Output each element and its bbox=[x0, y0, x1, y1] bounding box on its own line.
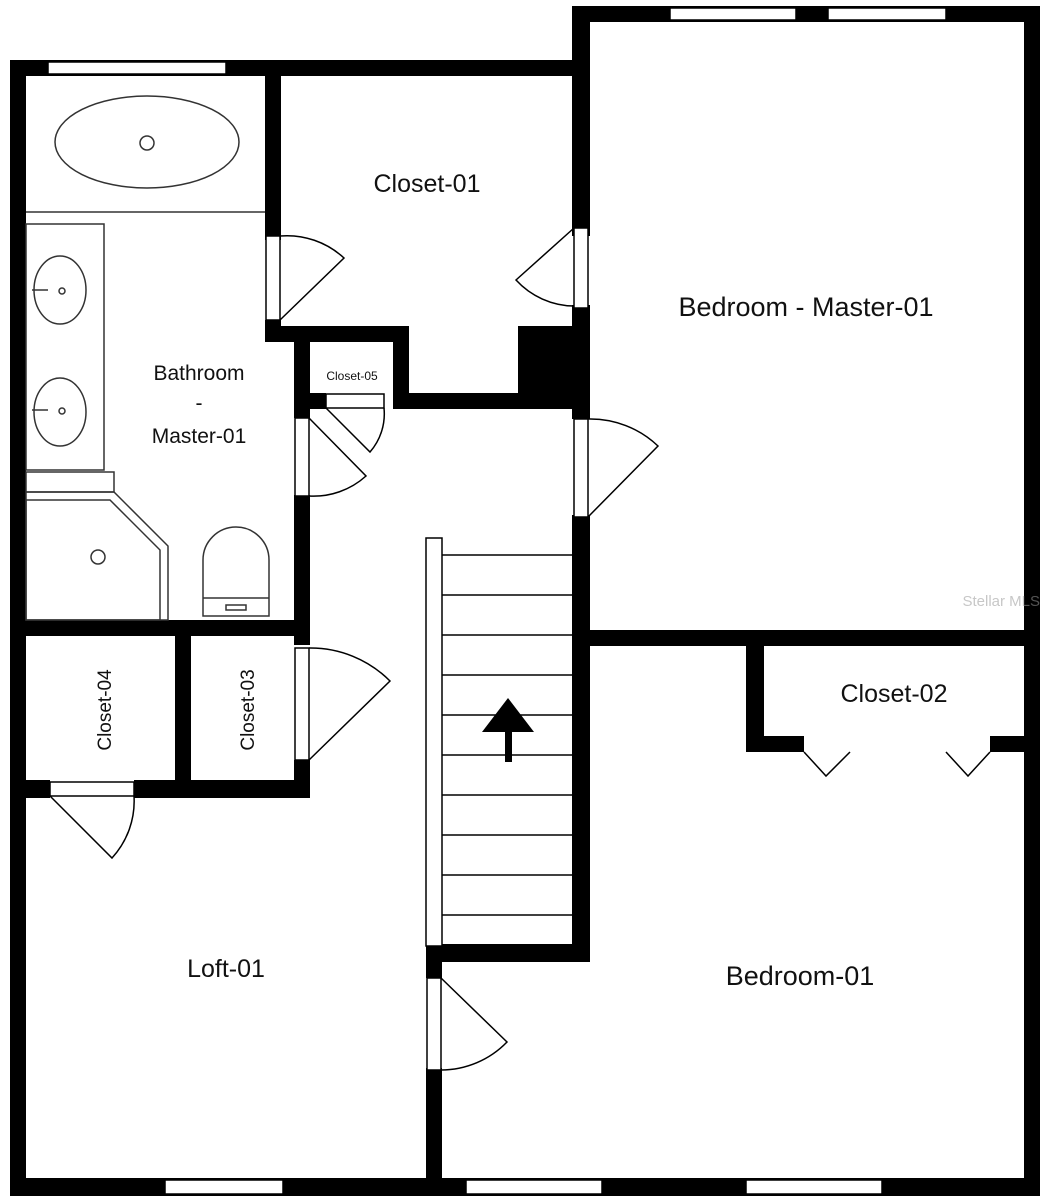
wall-closet01-bottom bbox=[265, 326, 407, 342]
vanity-counter bbox=[25, 223, 105, 471]
exterior-walls bbox=[10, 6, 1040, 1196]
label-bathroom-line2: - bbox=[196, 392, 203, 415]
wall-loft-bedroom bbox=[426, 944, 442, 978]
sink-drain bbox=[58, 287, 66, 295]
interior-walls bbox=[10, 60, 1040, 1196]
door-bath-swing bbox=[308, 417, 368, 497]
label-bedroom-01: Bedroom-01 bbox=[726, 961, 875, 991]
door-closet02-bifold-right bbox=[945, 751, 991, 778]
door-master-swing bbox=[587, 418, 660, 518]
label-closet-04: Closet-04 bbox=[95, 669, 116, 751]
window-master-top-1 bbox=[669, 7, 797, 21]
shower-inner bbox=[25, 499, 161, 621]
wall-loft-bedroom-lower bbox=[426, 1068, 442, 1196]
doors bbox=[49, 227, 991, 1071]
bathtub-icon bbox=[54, 95, 240, 189]
wall-closets-bottom-right bbox=[134, 780, 310, 798]
room-labels: Closet-01 Bedroom - Master-01 Bathroom -… bbox=[95, 170, 948, 991]
wall-closet01-bottom-right bbox=[407, 393, 527, 409]
label-bathroom-line3: Master-01 bbox=[152, 425, 247, 448]
label-closet-02: Closet-02 bbox=[841, 680, 948, 708]
shower-icon bbox=[25, 491, 169, 621]
wall-closet-divider bbox=[175, 620, 191, 798]
shower-curb bbox=[25, 471, 115, 493]
stair-rail bbox=[425, 537, 443, 947]
door-closet03-leaf bbox=[294, 647, 310, 761]
window-bedroom-bottom-2 bbox=[745, 1179, 883, 1195]
wall-closets-bottom-left bbox=[10, 780, 50, 798]
door-bath-leaf bbox=[294, 417, 310, 497]
wall-closet02-bottom-left bbox=[746, 736, 804, 752]
shower-drain bbox=[90, 549, 106, 565]
door-closet01-left-swing bbox=[279, 234, 346, 321]
wall-column bbox=[518, 326, 590, 409]
window-master-top-2 bbox=[827, 7, 947, 21]
arrow-up-icon bbox=[482, 698, 534, 762]
door-closet05-leaf bbox=[325, 393, 385, 409]
wall-master-bottom bbox=[572, 630, 1040, 646]
wall-top-master bbox=[572, 6, 1040, 22]
wall-closet03-right-lower bbox=[294, 760, 310, 798]
window-bedroom-bottom-1 bbox=[465, 1179, 603, 1195]
door-closet02-bifold-left bbox=[803, 751, 851, 778]
door-bedroom01-leaf bbox=[426, 977, 442, 1071]
sink-icon bbox=[33, 377, 87, 447]
label-loft-01: Loft-01 bbox=[187, 955, 265, 983]
wall-closet02-bottom-right bbox=[990, 736, 1040, 752]
staircase bbox=[425, 537, 572, 947]
window-bath-top bbox=[47, 61, 227, 75]
wall-stair-right bbox=[572, 640, 590, 960]
door-closet03-swing bbox=[308, 647, 392, 761]
door-closet04-swing bbox=[49, 795, 135, 860]
door-closet01-left-leaf bbox=[265, 235, 281, 321]
wall-master-left-lower bbox=[572, 409, 590, 419]
wall-master-left bbox=[572, 6, 590, 236]
wall-right bbox=[1024, 6, 1040, 1196]
door-closet04-leaf bbox=[49, 781, 135, 797]
bathroom-fixtures bbox=[25, 95, 270, 621]
label-closet-05: Closet-05 bbox=[326, 369, 378, 383]
label-closet-03: Closet-03 bbox=[238, 669, 259, 750]
door-bedroom01-swing bbox=[440, 977, 509, 1071]
tub-drain bbox=[139, 135, 155, 151]
windows bbox=[47, 7, 947, 1195]
wall-master-left-mid bbox=[572, 305, 590, 330]
wall-closet02-left bbox=[746, 630, 764, 752]
toilet-tank-handle bbox=[225, 604, 247, 611]
wall-master-left-bottom bbox=[572, 515, 590, 635]
watermark-text: Stellar MLS bbox=[962, 593, 1040, 610]
window-loft-bottom bbox=[164, 1179, 284, 1195]
label-bathroom-line1: Bathroom bbox=[153, 362, 244, 385]
wall-closet01-left bbox=[265, 60, 281, 240]
sink-drain bbox=[58, 407, 66, 415]
label-bedroom-master-01: Bedroom - Master-01 bbox=[678, 292, 933, 322]
door-closet01-right-swing bbox=[514, 227, 575, 307]
wall-stair-bottom bbox=[426, 944, 590, 962]
wall-closet05-bottom-left bbox=[294, 393, 326, 409]
wall-bath-right bbox=[294, 495, 310, 645]
wall-bath-bottom bbox=[10, 620, 310, 636]
door-closet05-swing bbox=[325, 407, 386, 454]
label-closet-01: Closet-01 bbox=[374, 170, 481, 198]
wall-closet05-right bbox=[393, 326, 409, 409]
door-closet01-right-leaf bbox=[573, 227, 589, 309]
toilet-icon bbox=[202, 526, 270, 617]
door-master-leaf bbox=[573, 418, 589, 518]
